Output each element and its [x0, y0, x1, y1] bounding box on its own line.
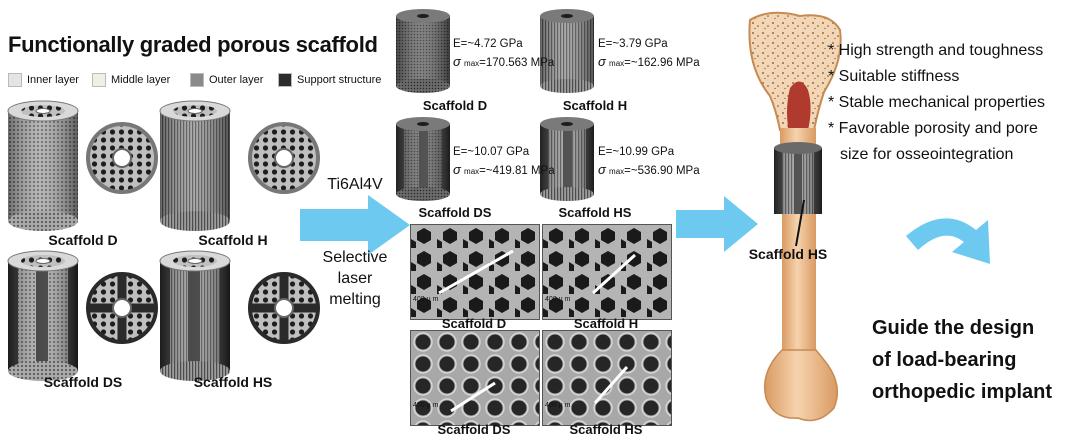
sem-image-h [542, 224, 672, 320]
design-d-cross-section [86, 122, 158, 194]
support-structure-swatch [278, 73, 292, 87]
result-arrow-icon [676, 196, 758, 252]
design-hs-cylinder [159, 250, 231, 381]
process-method-line3: melting [329, 291, 381, 308]
middle-layer-swatch [92, 73, 106, 87]
legend-item-outer: Outer layer [190, 73, 263, 87]
scale-bar-hs: 400 μ m [545, 402, 571, 409]
sem-caption-ds: Scaffold DS [437, 422, 511, 437]
fabricated-d-photo [396, 9, 450, 93]
fab-caption-ds: Scaffold DS [418, 205, 492, 220]
modulus-d: E=~4.72 GPa [453, 38, 523, 50]
design-caption-d: Scaffold D [48, 232, 118, 248]
feature-item: size for osseointegration [840, 146, 1014, 163]
figure-title: Functionally graded porous scaffold [8, 32, 378, 57]
sem-caption-hs: Scaffold HS [569, 422, 643, 437]
fab-caption-h: Scaffold H [562, 98, 628, 113]
feature-item: * Suitable stiffness [828, 68, 960, 85]
curved-arrow-icon [906, 218, 990, 264]
sem-caption-d: Scaffold D [441, 316, 507, 331]
material-label: Ti6Al4V [327, 176, 383, 193]
sem-image-ds [410, 330, 540, 426]
strength-ds: σ max=~419.81 MPa [453, 162, 555, 177]
strength-h: σ max=~162.96 MPa [598, 54, 700, 69]
props-h: E=~3.79 GPa σ max=~162.96 MPa [598, 36, 700, 72]
legend-label: Support structure [297, 74, 382, 86]
sem-caption-h: Scaffold H [573, 316, 639, 331]
design-caption-ds: Scaffold DS [43, 374, 123, 390]
conclusion-line: of load-bearing [872, 349, 1017, 371]
design-ds-cross-section [86, 272, 158, 344]
process-method-line1: Selective [322, 249, 388, 266]
fabricated-ds-photo [396, 117, 450, 201]
fab-caption-hs: Scaffold HS [558, 205, 632, 220]
result-arrow-shape [676, 196, 758, 252]
implant-scaffold [774, 142, 822, 214]
bone-icon [748, 11, 842, 422]
modulus-ds: E=~10.07 GPa [453, 146, 530, 158]
legend-item-support: Support structure [278, 73, 381, 87]
design-renderings [7, 100, 320, 381]
design-ds-cylinder [7, 250, 79, 381]
curved-arrow-shape [906, 218, 990, 264]
conclusion-line: orthopedic implant [872, 381, 1052, 403]
legend-label: Middle layer [111, 74, 171, 86]
inner-layer-swatch [8, 73, 22, 87]
legend-item-inner: Inner layer [8, 73, 79, 87]
fabricated-photos [396, 9, 594, 201]
design-caption-hs: Scaffold HS [193, 374, 273, 390]
bone-illustration [748, 11, 842, 422]
process-arrow-icon [300, 195, 410, 255]
conclusion-line: Guide the design [872, 317, 1035, 339]
process-arrow-shape [300, 195, 410, 255]
modulus-h: E=~3.79 GPa [598, 38, 668, 50]
implant-label: Scaffold HS [748, 246, 828, 262]
outer-layer-swatch [190, 73, 204, 87]
fab-caption-d: Scaffold D [422, 98, 488, 113]
design-hs-cross-section [248, 272, 320, 344]
feature-item: * High strength and toughness [828, 42, 1044, 59]
props-d: E=~4.72 GPa σ max=170.563 MPa [453, 36, 554, 72]
design-caption-h: Scaffold H [198, 232, 268, 248]
strength-hs: σ max=~536.90 MPa [598, 162, 700, 177]
legend-item-middle: Middle layer [92, 73, 170, 87]
props-hs: E=~10.99 GPa σ max=~536.90 MPa [598, 144, 700, 180]
legend-label: Inner layer [27, 74, 79, 86]
scale-bar-ds: 400 μ m [413, 402, 439, 409]
scale-bar-d: 400 μ m [413, 296, 439, 303]
sem-image-hs [542, 330, 672, 426]
design-d-cylinder [7, 100, 79, 231]
modulus-hs: E=~10.99 GPa [598, 146, 675, 158]
design-h-cylinder [159, 100, 231, 231]
feature-item: * Stable mechanical properties [828, 94, 1046, 111]
design-h-cross-section [248, 122, 320, 194]
process-method-line2: laser [337, 270, 373, 287]
strength-d: σ max=170.563 MPa [453, 54, 555, 69]
sem-image-d [410, 224, 540, 320]
fabricated-hs-photo [540, 117, 594, 201]
feature-list: * High strength and toughness * Suitable… [828, 38, 1045, 168]
fabricated-h-photo [540, 9, 594, 93]
legend-label: Outer layer [209, 74, 264, 86]
conclusion: Guide the design of load-bearing orthope… [872, 312, 1052, 408]
props-ds: E=~10.07 GPa σ max=~419.81 MPa [453, 144, 555, 180]
implant-pointer [795, 199, 805, 247]
feature-item: * Favorable porosity and pore [828, 120, 1038, 137]
scale-bar-h: 400 μ m [545, 296, 571, 303]
